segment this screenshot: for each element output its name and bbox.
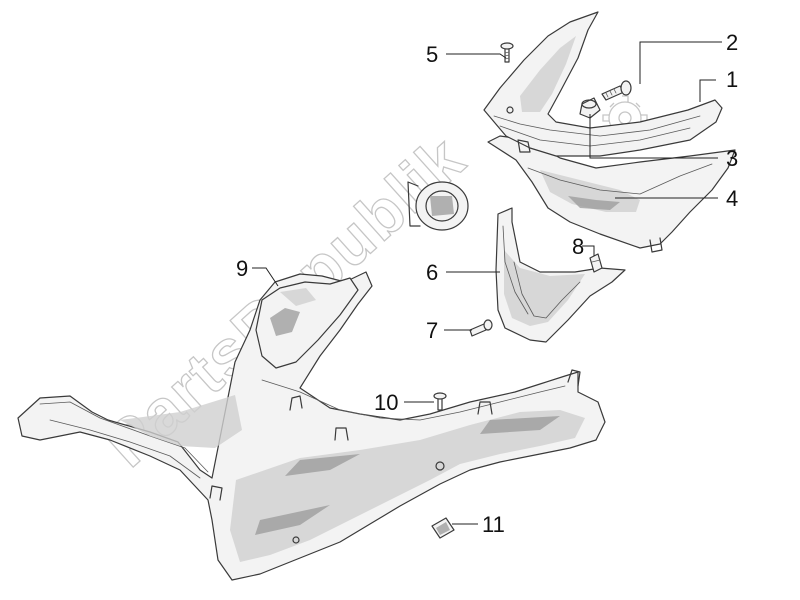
leader-9	[252, 267, 279, 287]
leader-2	[639, 41, 722, 84]
callout-7: 7	[426, 318, 438, 343]
screw-5-shaft	[504, 48, 510, 63]
callout-9: 9	[236, 256, 248, 281]
side-cover[interactable]	[483, 11, 723, 157]
glove-box-shade-dark	[568, 196, 620, 210]
leader-5	[446, 53, 507, 59]
side-cover-tab	[517, 139, 531, 153]
footrest-tunnel	[255, 277, 359, 369]
glove-box-shade	[540, 170, 640, 212]
footrest-screw-hole-2	[292, 536, 300, 544]
central-cover-rib	[502, 225, 529, 315]
footrest-inner-rim	[39, 401, 209, 473]
side-cover-outline	[483, 11, 723, 157]
footrest-floor-shade	[230, 410, 585, 562]
lock-ring-inner	[425, 190, 459, 222]
screw-10[interactable]	[433, 392, 447, 411]
side-cover-edge	[493, 115, 701, 137]
screw-10-head	[433, 392, 447, 400]
screw-5-head	[500, 42, 514, 50]
side-cover-screw-hole	[506, 106, 514, 114]
clip-8-body	[589, 253, 603, 273]
callout-8: 8	[572, 234, 584, 259]
callout-6: 6	[426, 260, 438, 285]
callout-10: 10	[374, 390, 398, 415]
footrest-left-wing	[49, 419, 201, 479]
footrest-mount-tab-1	[289, 395, 303, 411]
clip-nut-11[interactable]	[431, 517, 455, 539]
leader-lines	[252, 41, 722, 525]
lock-ring-tab	[407, 181, 421, 227]
footrest-screw-hole	[435, 461, 445, 471]
footrest-outline	[17, 271, 606, 581]
lock-ring-shade	[430, 196, 454, 216]
clip-bushing-top	[581, 99, 597, 109]
screw-2-head	[620, 80, 632, 96]
callout-5: 5	[426, 42, 438, 67]
lock-ring[interactable]	[407, 181, 469, 231]
clip-bushing[interactable]	[579, 97, 601, 119]
glove-box[interactable]	[487, 135, 736, 253]
central-cover[interactable]	[495, 207, 626, 343]
screw-2-thread	[605, 88, 617, 98]
leader-1	[699, 79, 716, 102]
screw-2[interactable]	[601, 80, 632, 101]
central-cover-inner	[513, 261, 581, 319]
footrest-inner-edge	[261, 379, 566, 421]
screw-7-head	[483, 319, 493, 331]
footrest-tunnel-shade	[270, 308, 300, 336]
footrest-groove-1	[285, 454, 360, 476]
screw-7[interactable]	[469, 319, 493, 337]
callout-1: 1	[726, 67, 738, 92]
side-cover-shade	[520, 36, 576, 112]
footrest-groove-3	[480, 416, 560, 434]
footrest-panel[interactable]	[17, 271, 606, 581]
footrest-mount-tab-4	[567, 369, 581, 387]
callout-labels: 1 2 3 4 5 6 7 8 9 10 11	[236, 30, 738, 537]
clip-8-line	[591, 259, 601, 263]
callout-2: 2	[726, 30, 738, 55]
callout-4: 4	[726, 186, 738, 211]
leader-3	[589, 114, 718, 159]
clip-nut-11-shade	[436, 522, 450, 535]
footrest-mount-tab-2	[334, 427, 349, 441]
leader-8	[582, 245, 595, 256]
glove-box-edge	[527, 163, 713, 195]
footrest-left-shade	[120, 395, 242, 448]
footrest-tunnel-shade-2	[280, 288, 316, 306]
clip-8[interactable]	[589, 253, 603, 273]
footrest-mount-tab-5	[209, 485, 223, 501]
screw-5-thread	[504, 51, 510, 60]
screw-5[interactable]	[500, 42, 514, 63]
callout-3: 3	[726, 146, 738, 171]
footrest-mount-tab-3	[477, 401, 493, 415]
screw-10-shaft	[437, 398, 443, 411]
footrest-groove-2	[255, 505, 330, 535]
glove-box-bracket	[649, 237, 663, 253]
callout-11: 11	[482, 512, 505, 537]
